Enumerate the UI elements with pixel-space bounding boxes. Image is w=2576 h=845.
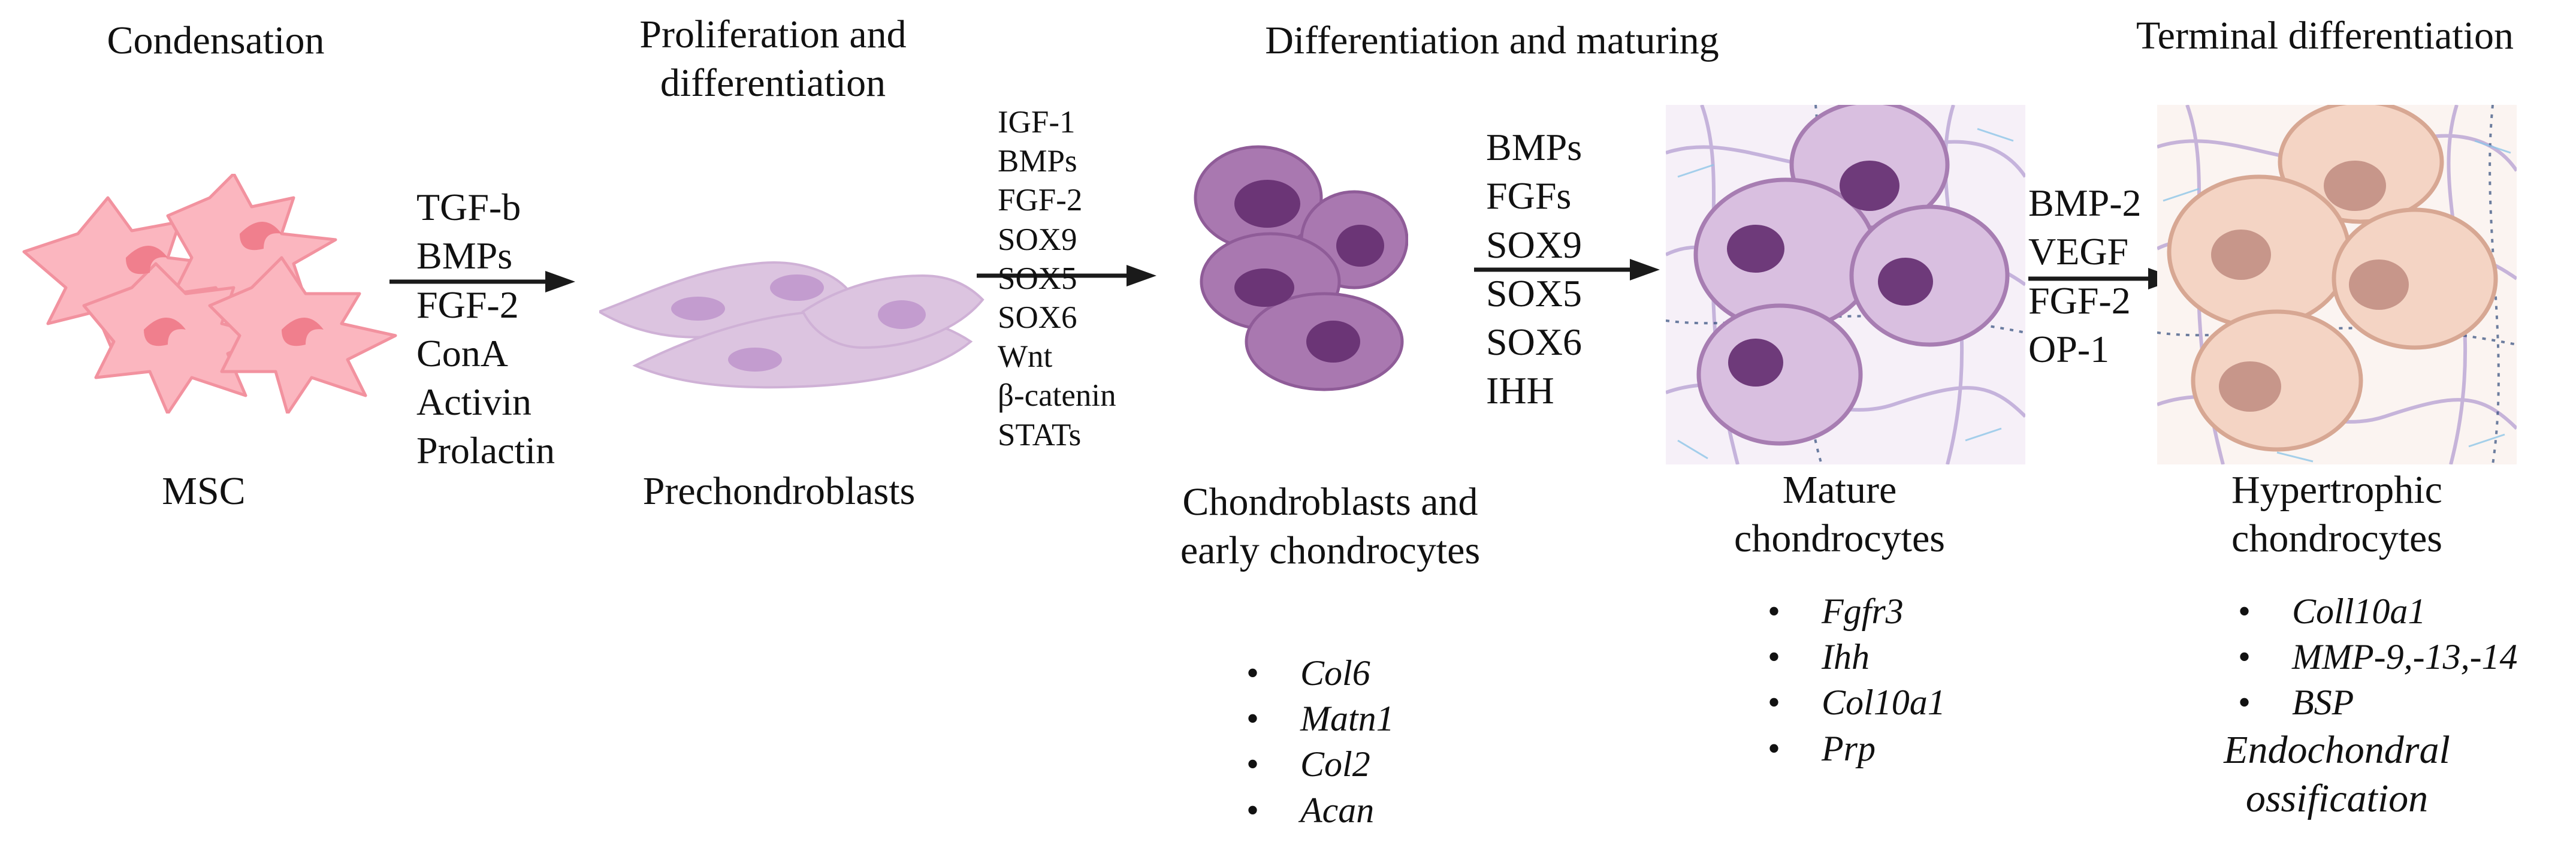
factor-list-step2: IGF-1 BMPs FGF-2 SOX9 SOX5 SOX6 Wnt β-ca… [998, 103, 1116, 455]
factor-item: FGF-2 [2028, 279, 2131, 322]
factor-item: SOX9 [1486, 223, 1583, 266]
factor-item: Wnt [998, 339, 1053, 375]
factor-list-step1: TGF-b BMPs FGF-2 ConA Activin Prolactin [416, 183, 555, 475]
marker-item: Prp [1768, 726, 1946, 771]
factor-item: SOX5 [998, 261, 1077, 296]
factor-item: IHH [1486, 369, 1554, 412]
marker-item: Matn1 [1246, 696, 1394, 741]
marker-list-hypertrophic: Coll10a1 MMP-9,-13,-14 BSP [2238, 589, 2518, 726]
cell-label-hypertrophic: Hypertrophic chondrocytes [2231, 468, 2442, 560]
marker-list-chondroblasts: Col6 Matn1 Col2 Acan [1246, 650, 1394, 833]
factor-item: SOX6 [998, 300, 1077, 335]
factor-item: IGF-1 [998, 105, 1076, 140]
factor-item: ConA [416, 331, 508, 375]
mature-chondrocytes-illustration [1666, 105, 2025, 464]
marker-item: Fgfr3 [1768, 589, 1946, 634]
factor-item: FGFs [1486, 174, 1572, 218]
factor-item: SOX6 [1486, 321, 1583, 364]
factor-item: FGF-2 [416, 283, 519, 326]
cell-label-msc: MSC [162, 469, 246, 513]
cell-label-prechondroblasts: Prechondroblasts [642, 469, 916, 513]
factor-item: Activin [416, 381, 531, 424]
marker-item: Acan [1246, 787, 1394, 833]
marker-item: Ihh [1768, 634, 1946, 680]
factor-item: FGF-2 [998, 183, 1083, 218]
hypertrophic-chondrocytes-illustration [2157, 105, 2517, 464]
marker-item: Col2 [1246, 741, 1394, 787]
factor-item: SOX9 [998, 222, 1077, 257]
stage-title-terminal: Terminal differentiation [2136, 14, 2514, 58]
arrow-2 [977, 265, 1156, 286]
stage-title-condensation: Condensation [107, 19, 325, 62]
msc-cells-illustration [22, 174, 397, 414]
factor-item: STATs [998, 417, 1082, 452]
factor-item: SOX5 [1486, 271, 1583, 315]
stage-title-proliferation: Proliferation and differentiation [639, 13, 907, 105]
marker-item: BSP [2238, 680, 2518, 725]
factor-item: BMPs [998, 144, 1077, 179]
factor-item: β-catenin [998, 378, 1116, 414]
factor-item: TGF-b [416, 186, 521, 228]
marker-item: Col10a1 [1768, 680, 1946, 725]
stage-title-maturing: Differentiation and maturing [1265, 19, 1719, 62]
factor-item: BMPs [1486, 126, 1583, 168]
factor-item: VEGF [2028, 230, 2129, 273]
marker-list-mature: Fgfr3 Ihh Col10a1 Prp [1768, 589, 1946, 771]
arrow-1 [389, 271, 575, 292]
prechondroblasts-illustration [599, 261, 985, 389]
factor-item: Prolactin [416, 429, 555, 472]
factor-item: BMP-2 [2028, 182, 2142, 224]
factor-item: BMPs [416, 234, 513, 277]
note-endochondral-ossification: Endochondral ossification [2224, 728, 2450, 820]
factor-list-step3: BMPs FGFs SOX9 SOX5 SOX6 IHH [1486, 123, 1582, 415]
marker-item: MMP-9,-13,-14 [2238, 634, 2518, 680]
factor-list-step4: BMP-2 VEGF FGF-2 OP-1 [2028, 179, 2142, 373]
marker-item: Coll10a1 [2238, 589, 2518, 634]
cell-label-chondroblasts: Chondroblasts and early chondrocytes [1180, 480, 1481, 572]
factor-item: OP-1 [2028, 327, 2110, 370]
arrow-3 [1474, 259, 1660, 280]
cell-label-mature: Mature chondrocytes [1734, 468, 1945, 560]
marker-item: Col6 [1246, 650, 1394, 696]
chondroblasts-illustration [1194, 145, 1408, 391]
